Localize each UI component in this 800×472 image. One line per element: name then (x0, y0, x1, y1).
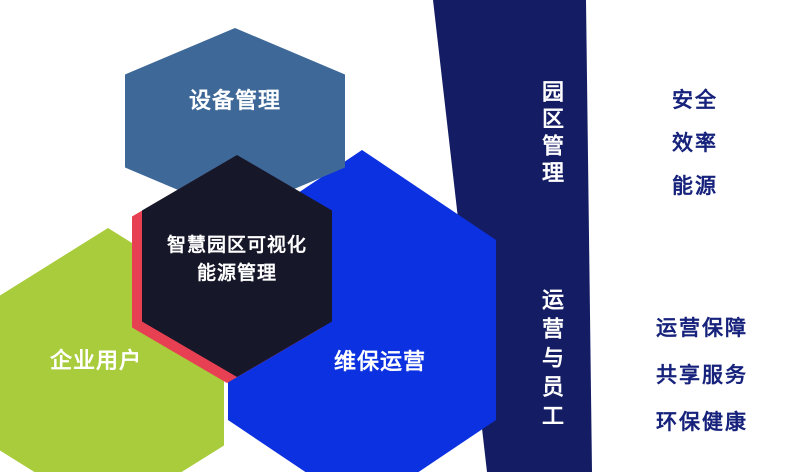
benefit-item-operations-support: 运营保障 (656, 316, 748, 340)
center-title-line2: 能源管理 (196, 261, 277, 284)
benefit-item-eco-health: 环保健康 (656, 410, 748, 434)
benefit-item-shared-services: 共享服务 (656, 363, 748, 387)
benefit-item-efficiency: 效率 (672, 131, 718, 155)
center-title: 智慧园区可视化 能源管理 (142, 232, 332, 287)
benefit-list-top: 安全 效率 能源 (630, 84, 760, 200)
benefit-item-safety: 安全 (672, 88, 718, 112)
benefit-item-energy: 能源 (672, 174, 718, 198)
band-label-operations-staff: 运营与员工 (538, 288, 563, 433)
equipment-label: 设备管理 (188, 89, 281, 114)
band-label-park-management: 园区管理 (538, 80, 563, 188)
benefit-list-bottom: 运营保障 共享服务 环保健康 (634, 312, 770, 436)
center-title-line1: 智慧园区可视化 (166, 234, 307, 256)
maintenance-label: 维保运营 (333, 350, 426, 375)
enterprise-label: 企业用户 (49, 349, 142, 374)
